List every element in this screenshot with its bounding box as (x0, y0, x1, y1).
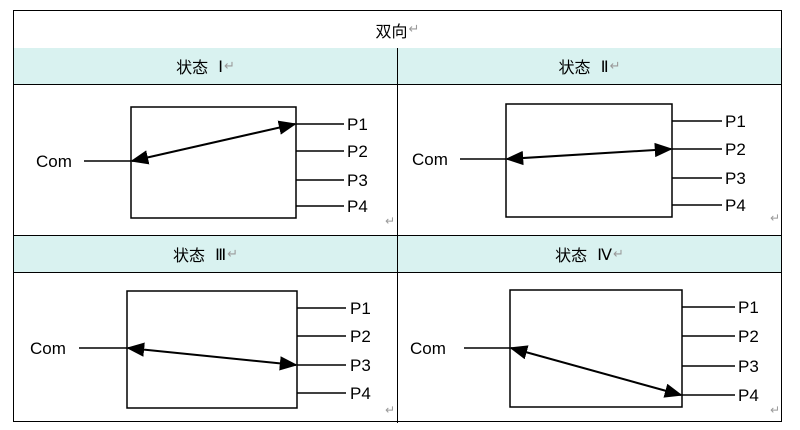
state-1-label: 状态 (176, 58, 209, 77)
return-mark: ↵ (408, 22, 420, 37)
port-label-p4: P4 (725, 196, 746, 215)
port-label-p2: P2 (347, 142, 368, 161)
return-mark: ↵ (770, 211, 781, 225)
switch-state-table: 双向↵ 状态 Ⅰ↵ 状态 Ⅱ↵ 状态 Ⅲ↵ 状态 Ⅳ↵ Com P1 P2 P3… (13, 10, 782, 423)
row-divider (14, 235, 781, 236)
switch-box (505, 103, 673, 218)
port-label-p4: P4 (347, 197, 368, 216)
port-label-p1: P1 (725, 112, 746, 131)
bidirectional-path-arrow (509, 345, 683, 398)
state-3-header: 状态 Ⅲ↵ (14, 236, 397, 273)
return-mark: ↵ (224, 58, 235, 74)
port-label-p4: P4 (738, 386, 759, 405)
bidirectional-path-arrow (126, 342, 298, 371)
port-label-p3: P3 (347, 171, 368, 190)
return-mark: ↵ (609, 58, 621, 74)
port-label-p3: P3 (350, 356, 371, 375)
com-label: Com (412, 150, 448, 169)
bidirectional-path-arrow (505, 142, 673, 166)
port-label-p3: P3 (725, 169, 746, 188)
com-label: Com (36, 152, 72, 171)
bidirectional-path-arrow (130, 120, 297, 165)
port-label-p2: P2 (738, 327, 759, 346)
state-3-diagram: Com P1 P2 P3 P4 (30, 290, 371, 409)
return-mark: ↵ (385, 214, 396, 228)
return-mark: ↵ (613, 246, 624, 262)
return-mark: ↵ (227, 246, 239, 262)
state-1-diagram: Com P1 P2 P3 P4 (36, 106, 368, 219)
state-4-numeral: Ⅳ (597, 244, 613, 264)
port-label-p3: P3 (738, 357, 759, 376)
state-4-label: 状态 (555, 246, 588, 265)
state-2-header: 状态 Ⅱ↵ (398, 48, 781, 85)
com-label: Com (30, 339, 66, 358)
state-4-header: 状态 Ⅳ↵ (398, 236, 781, 273)
switch-box (509, 289, 683, 408)
state-2-label: 状态 (558, 58, 591, 77)
return-mark: ↵ (770, 403, 781, 417)
port-label-p2: P2 (725, 140, 746, 159)
table-title: 双向 (375, 21, 408, 41)
table-title-row: 双向↵ (14, 11, 781, 49)
state-2-diagram: Com P1 P2 P3 P4 (412, 103, 746, 218)
port-label-p1: P1 (347, 115, 368, 134)
port-label-p1: P1 (350, 299, 371, 318)
state-2-numeral: Ⅱ (600, 56, 609, 76)
state-1-header: 状态 Ⅰ↵ (14, 48, 397, 85)
state-3-label: 状态 (172, 246, 205, 265)
return-mark: ↵ (385, 403, 396, 417)
port-label-p4: P4 (350, 384, 371, 403)
state-4-diagram: Com P1 P2 P3 P4 (410, 289, 759, 408)
state-1-numeral: Ⅰ (218, 56, 223, 76)
com-label: Com (410, 339, 446, 358)
port-label-p2: P2 (350, 327, 371, 346)
state-3-numeral: Ⅲ (215, 244, 227, 264)
port-label-p1: P1 (738, 298, 759, 317)
switch-box (130, 106, 297, 219)
